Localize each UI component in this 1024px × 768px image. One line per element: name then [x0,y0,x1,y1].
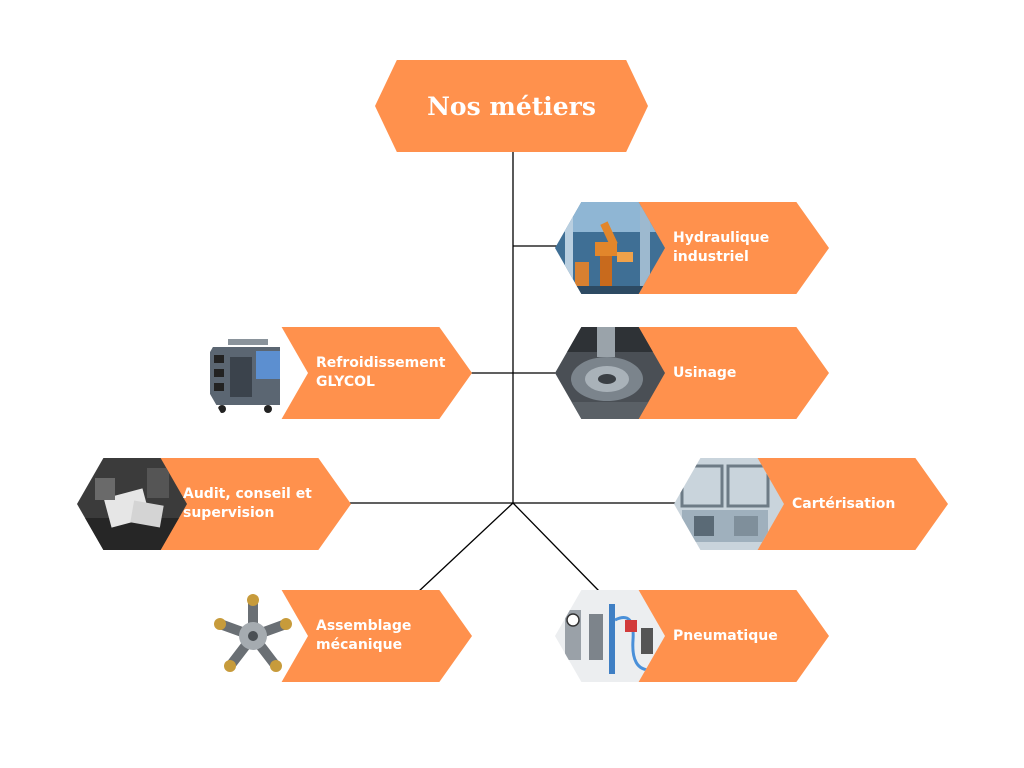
node-label: Pneumatique [673,590,813,682]
industrial-robot-arms-photo [555,202,665,294]
node-label-line: supervision [183,505,275,521]
pneumatic-regulators-photo [555,590,665,682]
cooling-unit-photo [198,327,308,419]
title-hexagon: Nos métiers [375,60,648,152]
node-label-line: industriel [673,249,749,265]
node-assemblage: Assemblage mécanique [198,590,472,682]
node-label-line: mécanique [316,637,403,653]
mechanical-assembly-photo [198,590,308,682]
branch-pneumatique [512,502,601,593]
node-label: Usinage [673,327,813,419]
node-label-line: Usinage [673,364,737,381]
node-label-line: Refroidissement [316,355,446,371]
node-label-line: Audit, conseil et [183,486,312,502]
node-label: Refroidissement GLYCOL [316,327,456,419]
node-carterisation: Cartérisation [674,458,948,550]
node-label-line: Assemblage [316,618,412,634]
node-label-line: GLYCOL [316,374,375,390]
node-pneumatique: Pneumatique [555,590,829,682]
node-label-line: Hydraulique [673,230,770,246]
node-usinage: Usinage [555,327,829,419]
node-audit: Audit, conseil et supervision [77,458,351,550]
node-label: Hydraulique industriel [673,202,813,294]
node-label: Assemblage mécanique [316,590,456,682]
node-label: Cartérisation [792,458,932,550]
node-hydraulique: Hydraulique industriel [555,202,829,294]
branch-assemblage [417,502,514,593]
node-refroidissement: Refroidissement GLYCOL [198,327,472,419]
node-label-line: Cartérisation [792,495,896,512]
node-label: Audit, conseil et supervision [183,458,343,550]
node-label-line: Pneumatique [673,627,778,644]
machine-enclosure-photo [674,458,784,550]
diagram-title: Nos métiers [427,91,596,121]
